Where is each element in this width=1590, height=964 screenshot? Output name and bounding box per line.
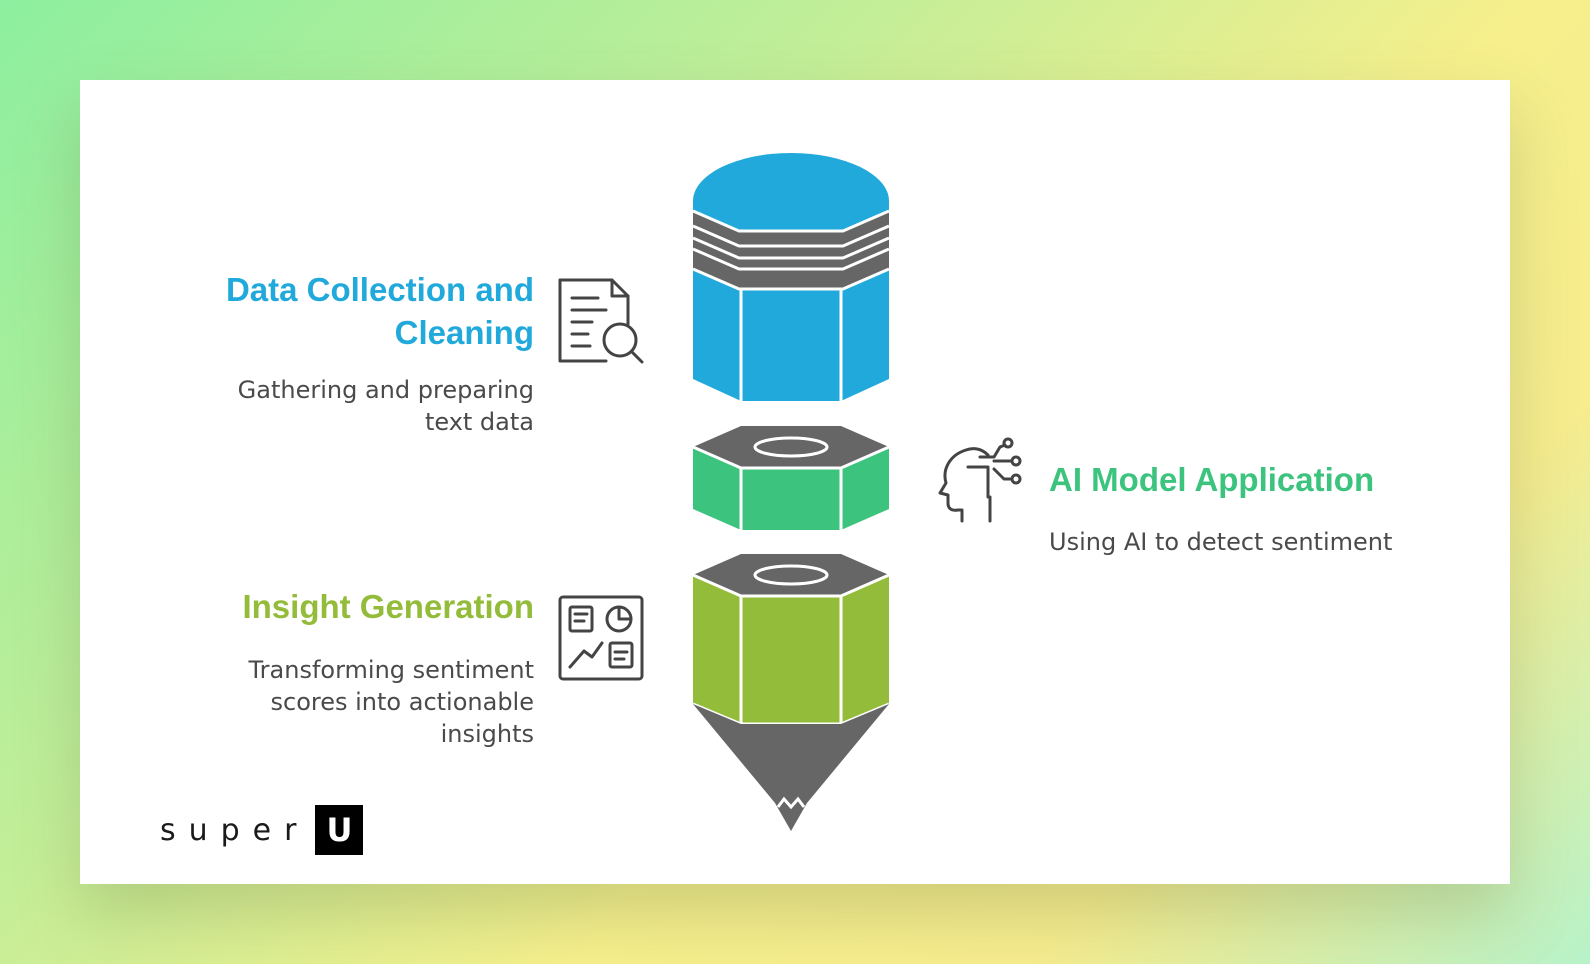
pencil-middle-section <box>692 426 890 530</box>
dashboard-report-icon <box>558 595 644 681</box>
logo-text: super <box>160 812 310 848</box>
document-search-icon <box>558 278 644 364</box>
step-1-title: Data Collection and Cleaning <box>225 271 534 351</box>
infographic-card: Data Collection and Cleaning Gathering a… <box>80 80 1510 884</box>
pencil-diagram <box>692 153 890 831</box>
pencil-lower-section <box>692 554 890 726</box>
step-3-title: Insight Generation <box>242 588 534 625</box>
pencil-tip <box>693 704 889 831</box>
pencil-eraser-section <box>692 153 890 401</box>
logo-mark: U <box>315 805 364 855</box>
step-1-description: Gathering and preparing text data <box>237 376 534 436</box>
step-2-description: Using AI to detect sentiment <box>1049 528 1393 556</box>
step-2-title: AI Model Application <box>1049 461 1375 498</box>
superu-logo: super U <box>160 805 364 855</box>
step-3-description: Transforming sentiment scores into actio… <box>248 656 534 748</box>
ai-head-circuit-icon <box>938 437 1022 523</box>
